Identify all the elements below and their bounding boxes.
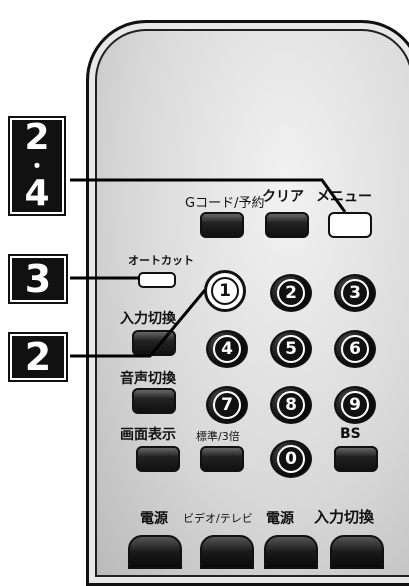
video-tv-label: ビデオ/テレビ	[183, 512, 253, 525]
input-switch-label-2: 入力切換	[314, 508, 375, 526]
audio-switch-label: 音声切換	[120, 371, 176, 387]
power-label-1: 電源	[140, 511, 168, 527]
number-6-button[interactable]: 6	[334, 330, 376, 368]
autocut-button[interactable]	[138, 272, 176, 288]
number-9-button[interactable]: 9	[334, 386, 376, 424]
screen-display-label: 画面表示	[120, 427, 176, 443]
input-switch-label: 入力切換	[120, 311, 176, 327]
tv-power-button[interactable]	[128, 535, 182, 569]
number-1-button[interactable]: 1	[204, 270, 246, 312]
number-4-button[interactable]: 4	[206, 330, 248, 368]
clear-label: クリア	[262, 189, 304, 205]
video-tv-button[interactable]	[200, 535, 254, 569]
bs-label: BS	[340, 426, 361, 442]
callout-step-2: 2	[10, 334, 66, 380]
vcr-power-button[interactable]	[264, 535, 318, 569]
speed-label: 標準/3倍	[196, 430, 240, 443]
gcode-button[interactable]	[200, 212, 244, 238]
gcode-label: Gコード/予約	[185, 196, 265, 211]
number-2-button[interactable]: 2	[270, 274, 312, 312]
number-0-button[interactable]: 0	[270, 440, 312, 478]
callout-step-2-4: 2 ・ 4	[10, 118, 64, 214]
autocut-label: オートカット	[128, 254, 194, 267]
speed-button[interactable]	[200, 446, 244, 472]
clear-button[interactable]	[265, 212, 309, 238]
bs-button[interactable]	[334, 446, 378, 472]
audio-switch-button[interactable]	[132, 388, 176, 414]
menu-label: メニュー	[316, 189, 372, 205]
number-5-button[interactable]: 5	[270, 330, 312, 368]
menu-button[interactable]	[328, 212, 372, 238]
number-7-button[interactable]: 7	[206, 386, 248, 424]
screen-display-button[interactable]	[136, 446, 180, 472]
power-label-2: 電源	[266, 511, 294, 527]
callout-step-3: 3	[10, 256, 66, 302]
number-3-button[interactable]: 3	[334, 274, 376, 312]
number-8-button[interactable]: 8	[270, 386, 312, 424]
input-switch-button[interactable]	[132, 330, 176, 356]
input-switch-button-2[interactable]	[330, 535, 384, 569]
